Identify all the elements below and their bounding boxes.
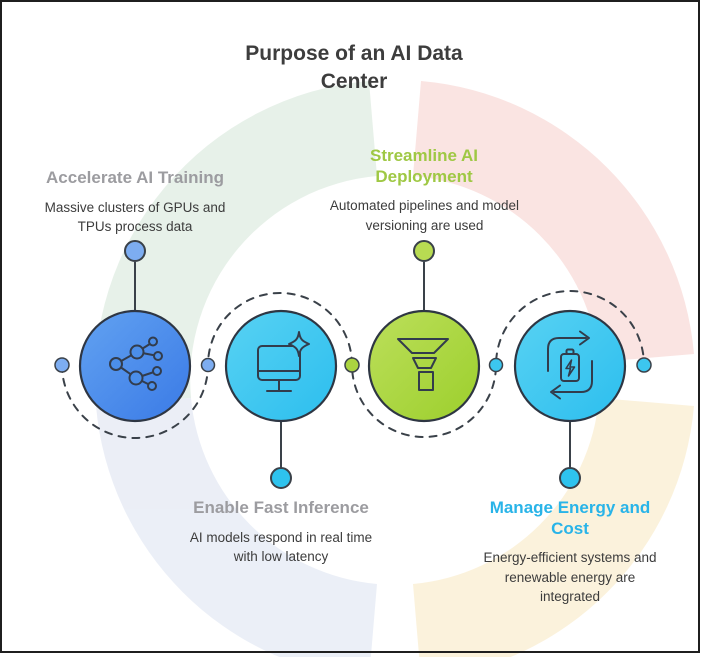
path-dot-2-3 [344, 357, 360, 373]
path-dot-1-2 [200, 357, 216, 373]
pin-dot-node3 [413, 240, 435, 262]
node-description: AI models respond in real time with low … [189, 529, 373, 564]
pin-dot-node4 [559, 467, 581, 489]
pin-dot-node1 [124, 240, 146, 262]
path-dot-start [54, 357, 70, 373]
node-description: Massive clusters of GPUs and TPUs proces… [44, 199, 226, 234]
node-circle-inference [224, 309, 338, 423]
page-title: Purpose of an AI Data Center [245, 42, 463, 93]
path-dot-end [636, 357, 652, 373]
node-circle-streamline [367, 309, 481, 423]
monitor-sparkle-icon [257, 331, 310, 392]
funnel-icon [397, 338, 449, 391]
path-dot-3-4 [488, 357, 504, 373]
label-manage-energy-and-cost: Manage Energy and Cost Energy-efficient … [477, 498, 663, 606]
bg-blade-yellow [413, 398, 694, 657]
node-circle-accelerate [78, 309, 192, 423]
node-heading: Accelerate AI Training [46, 168, 224, 187]
network-nodes-icon [109, 336, 163, 391]
node-heading: Manage Energy and Cost [489, 498, 651, 538]
label-enable-fast-inference: Enable Fast Inference AI models respond … [168, 498, 394, 566]
node-description: Automated pipelines and model versioning… [329, 198, 520, 233]
bg-blade-pink [413, 81, 694, 362]
node-heading: Streamline AI Deployment [369, 146, 479, 186]
battery-recycle-icon [547, 330, 593, 400]
node-heading: Enable Fast Inference [193, 498, 369, 517]
bg-blade-blue [96, 398, 377, 657]
pin-dot-node2 [270, 467, 292, 489]
label-streamline-ai-deployment: Streamline AI Deployment Automated pipel… [330, 146, 519, 235]
label-accelerate-ai-training: Accelerate AI Training Massive clusters … [20, 168, 250, 236]
node-description: Energy-efficient systems and renewable e… [483, 550, 657, 604]
